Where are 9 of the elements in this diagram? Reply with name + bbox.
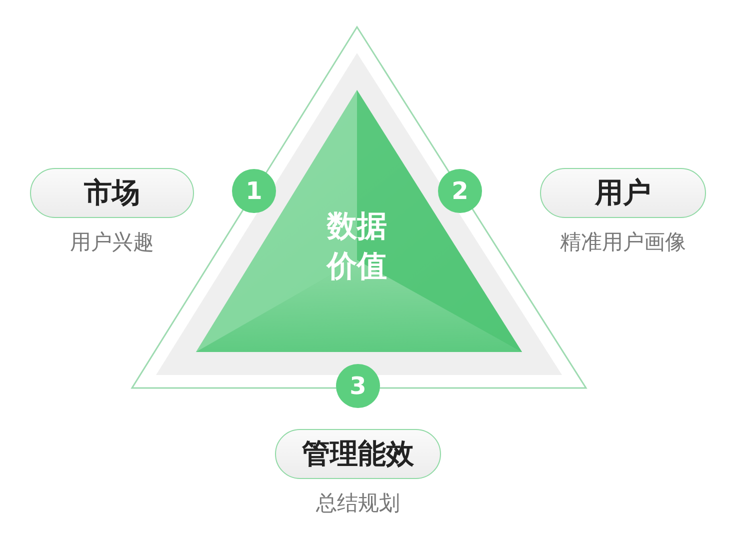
caption-text: 总结规划 bbox=[316, 490, 400, 517]
step-number-circle: 1 bbox=[232, 169, 276, 213]
step-number-circle: 3 bbox=[336, 364, 380, 408]
topic-pill: 管理能效 bbox=[275, 429, 441, 479]
center-title: 数据价值 bbox=[325, 208, 388, 286]
caption-text: 用户兴趣 bbox=[70, 229, 154, 256]
topic-pill: 市场 bbox=[30, 168, 194, 218]
topic-pill: 用户 bbox=[540, 168, 706, 218]
caption-text: 精准用户画像 bbox=[560, 229, 686, 256]
